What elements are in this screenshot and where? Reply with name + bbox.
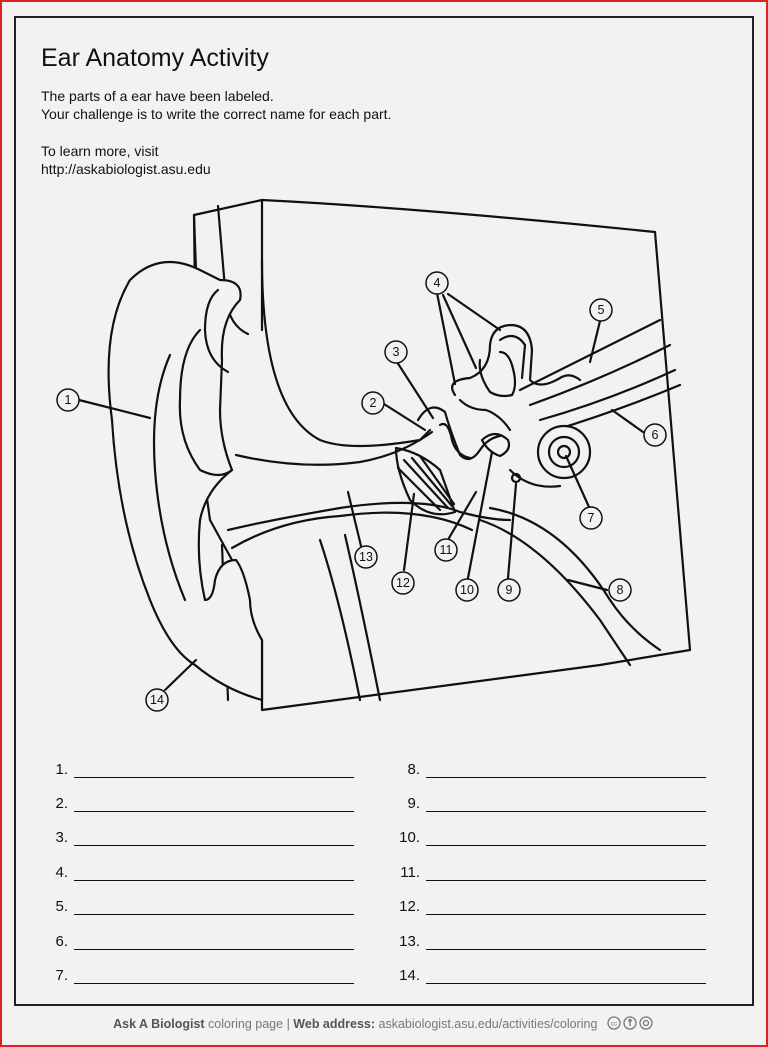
answer-line[interactable] bbox=[74, 935, 354, 950]
leader-2 bbox=[382, 402, 427, 432]
semicircular-canals bbox=[451, 323, 582, 432]
leader-1 bbox=[77, 398, 152, 420]
leader-9 bbox=[506, 482, 518, 580]
pinna bbox=[107, 260, 264, 702]
answer-row-8[interactable]: 8. bbox=[394, 756, 706, 778]
answer-line[interactable] bbox=[426, 797, 706, 812]
answer-line[interactable] bbox=[74, 900, 354, 915]
inner-bone bbox=[318, 533, 382, 702]
answer-line[interactable] bbox=[426, 866, 706, 881]
answer-line[interactable] bbox=[426, 935, 706, 950]
leader-10 bbox=[466, 450, 494, 580]
canal-upper-2 bbox=[234, 430, 434, 466]
svg-text:cc: cc bbox=[611, 1021, 618, 1028]
label-5: 5 bbox=[598, 303, 605, 317]
attribution-icon bbox=[623, 1016, 637, 1030]
answer-row-4[interactable]: 4. bbox=[42, 859, 354, 881]
label-1: 1 bbox=[65, 393, 72, 407]
learn-more-text: To learn more, visit bbox=[41, 143, 159, 159]
page-title: Ear Anatomy Activity bbox=[41, 44, 269, 72]
leader-14 bbox=[163, 658, 198, 692]
label-10: 10 bbox=[460, 583, 474, 597]
intro-line-1: The parts of a ear have been labeled. bbox=[41, 88, 274, 104]
answer-row-12[interactable]: 12. bbox=[394, 893, 706, 915]
label-4: 4 bbox=[434, 276, 441, 290]
creative-commons-icon: cc bbox=[607, 1016, 621, 1030]
auditory-nerve bbox=[518, 318, 682, 432]
label-9: 9 bbox=[506, 583, 513, 597]
leader-11 bbox=[447, 490, 478, 540]
label-markers bbox=[56, 271, 667, 712]
intro-line-2: Your challenge is to write the correct n… bbox=[41, 106, 392, 122]
stapes bbox=[480, 432, 511, 458]
answer-line[interactable] bbox=[426, 969, 706, 984]
answer-line[interactable] bbox=[74, 866, 354, 881]
label-3: 3 bbox=[393, 345, 400, 359]
license-icons: cc bbox=[607, 1016, 655, 1033]
leader-5 bbox=[588, 319, 602, 364]
canal-upper bbox=[260, 258, 432, 448]
footer-text: coloring page | bbox=[204, 1016, 294, 1031]
label-14: 14 bbox=[150, 693, 164, 707]
incus bbox=[438, 422, 472, 460]
label-8: 8 bbox=[617, 583, 624, 597]
ear-diagram: 1 2 3 4 5 6 7 8 9 10 11 12 13 14 bbox=[0, 190, 768, 730]
answer-row-2[interactable]: 2. bbox=[42, 790, 354, 812]
label-6: 6 bbox=[652, 428, 659, 442]
label-11: 11 bbox=[440, 543, 453, 557]
answer-row-9[interactable]: 9. bbox=[394, 790, 706, 812]
answer-row-1[interactable]: 1. bbox=[42, 756, 354, 778]
leader-4 bbox=[435, 291, 502, 386]
label-2: 2 bbox=[370, 396, 377, 410]
skull-block bbox=[192, 198, 692, 712]
footer-address[interactable]: askabiologist.asu.edu/activities/colorin… bbox=[375, 1016, 598, 1031]
noncommercial-icon bbox=[639, 1016, 653, 1030]
footer: Ask A Biologist coloring page | Web addr… bbox=[0, 1016, 768, 1033]
learn-more: To learn more, visit http://askabiologis… bbox=[41, 142, 211, 178]
answer-line[interactable] bbox=[426, 831, 706, 846]
answer-row-6[interactable]: 6. bbox=[42, 928, 354, 950]
answer-row-5[interactable]: 5. bbox=[42, 893, 354, 915]
intro-text: The parts of a ear have been labeled. Yo… bbox=[41, 87, 391, 123]
leader-3 bbox=[395, 360, 435, 420]
answer-row-7[interactable]: 7. bbox=[42, 962, 354, 984]
answer-line[interactable] bbox=[426, 763, 706, 778]
answer-row-11[interactable]: 11. bbox=[394, 859, 706, 881]
answer-row-13[interactable]: 13. bbox=[394, 928, 706, 950]
answer-line[interactable] bbox=[74, 797, 354, 812]
leader-12 bbox=[402, 492, 416, 572]
answer-line[interactable] bbox=[74, 831, 354, 846]
answer-row-10[interactable]: 10. bbox=[394, 824, 706, 846]
learn-more-url[interactable]: http://askabiologist.asu.edu bbox=[41, 161, 211, 177]
answer-row-14[interactable]: 14. bbox=[394, 962, 706, 984]
pinna-inner bbox=[152, 328, 234, 602]
leader-8 bbox=[566, 578, 609, 592]
answer-line[interactable] bbox=[426, 900, 706, 915]
label-12: 12 bbox=[396, 576, 410, 590]
answer-line[interactable] bbox=[74, 969, 354, 984]
leader-7 bbox=[564, 454, 591, 509]
leader-13 bbox=[346, 490, 363, 548]
answer-section: 1. 2. 3. 4. 5. 6. 7. 8. 9. 10. 11. 12. 1… bbox=[0, 750, 768, 990]
label-13: 13 bbox=[359, 550, 373, 564]
pinna-helix bbox=[203, 288, 230, 374]
footer-web-label: Web address: bbox=[293, 1016, 376, 1031]
footer-brand: Ask A Biologist bbox=[113, 1016, 205, 1031]
answer-row-3[interactable]: 3. bbox=[42, 824, 354, 846]
answer-line[interactable] bbox=[74, 763, 354, 778]
cochlea bbox=[536, 424, 592, 480]
leader-6 bbox=[610, 408, 645, 434]
label-7: 7 bbox=[588, 511, 595, 525]
